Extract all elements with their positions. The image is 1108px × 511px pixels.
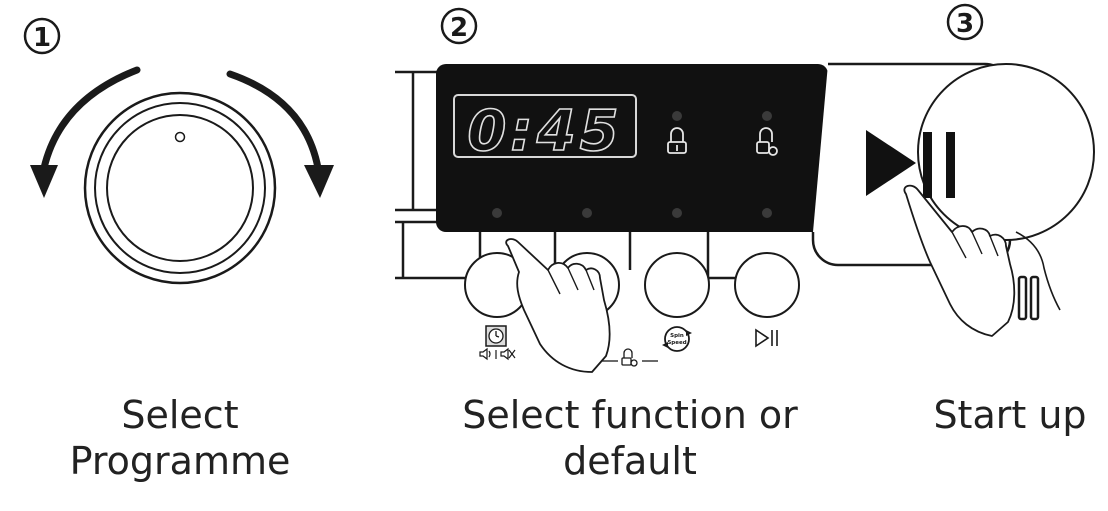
child-lock-led <box>672 111 682 121</box>
control-panel <box>436 64 828 232</box>
pointing-hand-icon-step-2 <box>505 238 611 373</box>
button-led-4 <box>762 208 772 218</box>
key-lock-icon <box>756 127 778 156</box>
svg-text:Speed: Speed <box>667 340 686 346</box>
step-2-caption-line-2: default <box>563 439 697 483</box>
child-lock-icon <box>667 127 687 154</box>
rotate-left-arrowhead <box>30 165 58 198</box>
step-1-badge <box>23 17 61 55</box>
step-1-caption-line-1: Select <box>121 393 239 437</box>
timer-icon <box>485 325 507 347</box>
step-3: 3 <box>811 3 1095 337</box>
button-led-1 <box>492 208 502 218</box>
step-3-caption: Start up <box>920 392 1100 438</box>
hand-finger-lines-3 <box>951 231 999 259</box>
sound-icon <box>479 347 516 361</box>
step-2-caption-line-1: Select function or <box>462 393 798 437</box>
step-1-caption-line-2: Programme <box>69 439 291 483</box>
step-1-caption: Select Programme <box>40 392 320 484</box>
rotate-right-arrowhead <box>304 165 334 198</box>
step-2: 2 0:45 <box>395 7 828 373</box>
programme-dial[interactable] <box>83 91 277 285</box>
start-pause-button-small[interactable] <box>734 252 800 318</box>
function-key-lock-icon <box>602 348 658 367</box>
rotate-right-arrow-icon <box>226 70 322 172</box>
pointing-hand-icon-step-3 <box>903 184 1016 337</box>
step-1: 1 <box>23 17 334 285</box>
hand-wrist-line <box>1015 231 1061 311</box>
dial-indicator <box>174 131 186 143</box>
button-led-3 <box>672 208 682 218</box>
button-led-2 <box>582 208 592 218</box>
display-window <box>453 94 637 158</box>
step-3-caption-line-1: Start up <box>933 393 1087 437</box>
play-pause-icon-small <box>755 328 778 348</box>
step-3-number: 3 <box>956 9 974 39</box>
svg-text:Spin: Spin <box>670 333 684 339</box>
display-time: 0:45 <box>467 99 622 164</box>
step-2-number: 2 <box>450 13 468 43</box>
step-3-badge <box>946 3 984 41</box>
rotate-left-arrow-icon <box>40 66 141 172</box>
key-lock-led <box>762 111 772 121</box>
hand-finger-lines <box>547 267 595 295</box>
spin-speed-icon: Spin Speed <box>662 326 692 352</box>
spin-speed-button[interactable] <box>644 252 710 318</box>
zoom-circle <box>917 63 1095 241</box>
step-2-badge <box>440 7 478 45</box>
step-2-caption: Select function or default <box>440 392 820 484</box>
start-pause-button-large[interactable] <box>866 130 955 198</box>
step-1-number: 1 <box>33 23 51 53</box>
